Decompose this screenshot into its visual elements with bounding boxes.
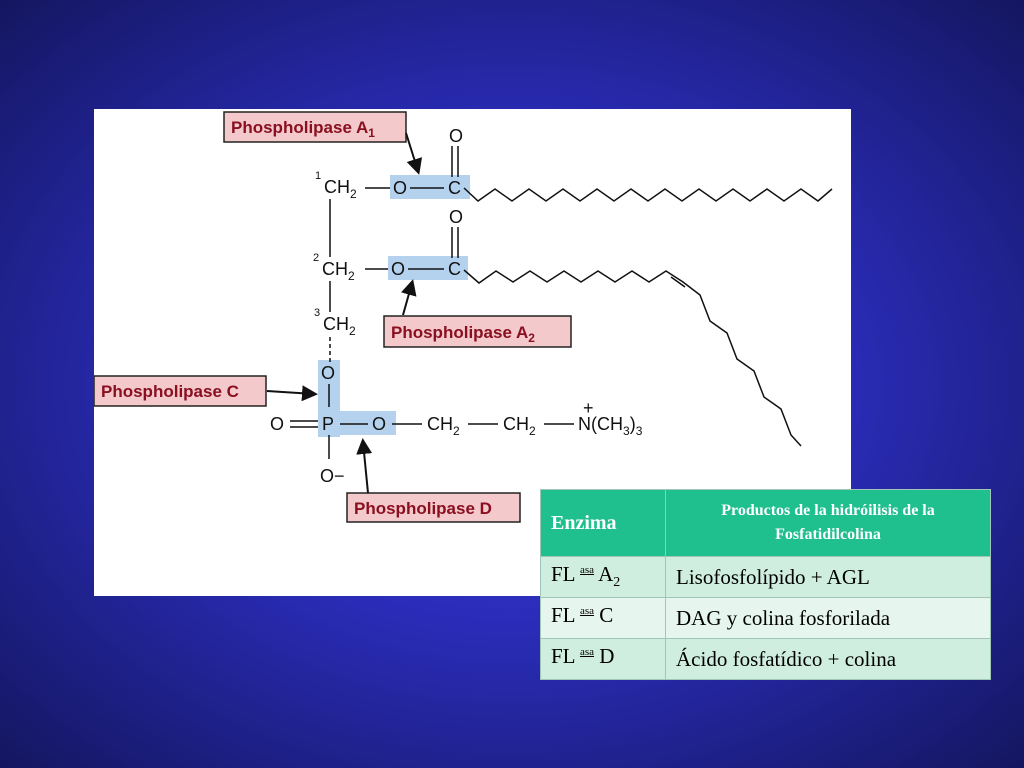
fatty-acid-chain-1: [463, 187, 833, 202]
svg-text:O−: O−: [320, 466, 345, 486]
svg-text:Phospholipase C: Phospholipase C: [101, 382, 239, 401]
pla1-site-highlight: [390, 175, 470, 199]
svg-text:O: O: [321, 363, 335, 383]
molecule-svg: Phospholipase A1 Phospholipase A2 Phosph…: [94, 111, 833, 523]
svg-text:Phospholipase D: Phospholipase D: [354, 499, 492, 518]
phosphatidylcholine-diagram: Phospholipase A1 Phospholipase A2 Phosph…: [94, 109, 851, 596]
svg-text:2CH2: 2CH2: [313, 252, 355, 283]
svg-text:C: C: [448, 259, 461, 279]
svg-text:CH2: CH2: [503, 414, 536, 438]
svg-text:O: O: [270, 414, 284, 434]
svg-text:O: O: [391, 259, 405, 279]
svg-text:Phospholipase A1: Phospholipase A1: [231, 118, 375, 140]
svg-text:O: O: [393, 178, 407, 198]
pla1-label: Phospholipase A1: [223, 111, 407, 143]
svg-text:O: O: [449, 207, 463, 227]
header-enzima: Enzima: [540, 489, 666, 557]
table-row: FL asa D Ácido fosfatídico + colina: [540, 638, 991, 680]
enzyme-cell: FL asa C: [540, 597, 666, 639]
p-center-highlight: [318, 392, 340, 437]
svg-text:O: O: [372, 414, 386, 434]
svg-text:Phospholipase A2: Phospholipase A2: [391, 323, 535, 345]
pla1-arrow: [405, 132, 423, 175]
svg-text:CH2: CH2: [427, 414, 460, 438]
table-header-row: Enzima Productos de la hidróilisis de la…: [540, 489, 991, 557]
pla2-label: Phospholipase A2: [383, 315, 572, 348]
product-cell: DAG y colina fosforilada: [665, 597, 991, 639]
product-cell: Ácido fosfatídico + colina: [665, 638, 991, 680]
svg-text:1CH2: 1CH2: [315, 170, 357, 201]
svg-text:P: P: [322, 414, 334, 434]
table-row: FL asa C DAG y colina fosforilada: [540, 597, 991, 639]
plc-arrow: [266, 385, 318, 402]
svg-text:C: C: [448, 178, 461, 198]
product-cell: Lisofosfolípido + AGL: [665, 556, 991, 598]
plc-site-highlight: [318, 360, 340, 392]
enzyme-products-table: Enzima Productos de la hidróilisis de la…: [540, 489, 991, 680]
header-productos: Productos de la hidróilisis de la Fosfat…: [665, 489, 991, 557]
svg-text:O: O: [449, 126, 463, 146]
pla2-site-highlight: [388, 256, 468, 280]
pla2-arrow: [401, 279, 417, 316]
carbon-2: 2CH2: [313, 252, 355, 283]
table-row: FL asa A2 Lisofosfolípido + AGL: [540, 556, 991, 598]
carbon-3: 3CH2: [314, 307, 356, 338]
svg-text:3CH2: 3CH2: [314, 307, 356, 338]
carbon-1: 1CH2: [315, 170, 357, 201]
svg-text:+: +: [583, 398, 594, 418]
pld-arrow: [356, 438, 373, 494]
svg-text:N(CH3)3: N(CH3)3: [578, 414, 643, 438]
plc-label: Phospholipase C: [94, 375, 267, 407]
pld-label: Phospholipase D: [346, 492, 521, 523]
enzyme-cell: FL asa D: [540, 638, 666, 680]
enzyme-cell: FL asa A2: [540, 556, 666, 598]
fatty-acid-chain-2: [463, 269, 802, 447]
